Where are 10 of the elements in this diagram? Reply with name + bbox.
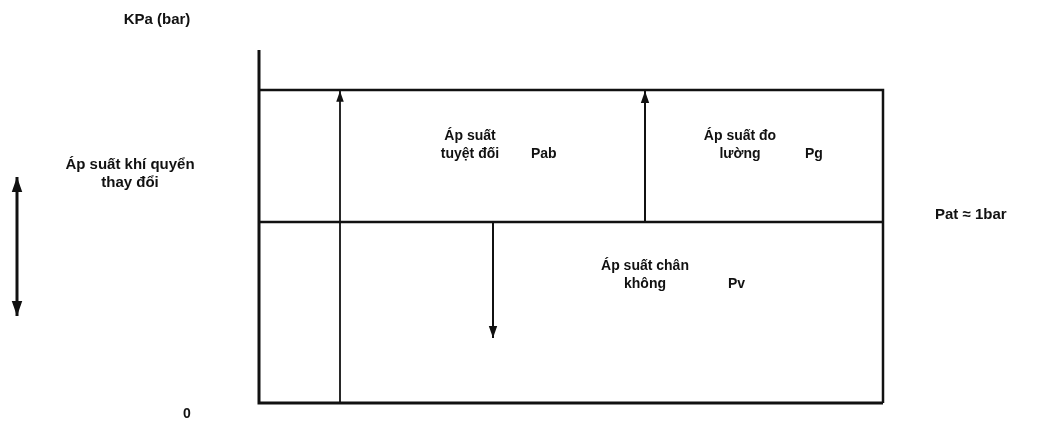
region-label: Áp suất đo lường [702, 126, 778, 162]
region-label: Áp suất chân không [600, 256, 690, 292]
side-label: Áp suất khí quyển thay đổi [64, 155, 196, 191]
region-label: Áp suất tuyệt đối [439, 126, 501, 162]
symbol-label: Pv [728, 274, 747, 292]
reference-label: Pat ≈ 1bar [935, 205, 1008, 223]
symbol-label: Pab [531, 144, 558, 162]
axis-label: KPa (bar) [122, 10, 192, 28]
origin-label: 0 [182, 404, 192, 422]
symbol-label: Pg [805, 144, 824, 162]
